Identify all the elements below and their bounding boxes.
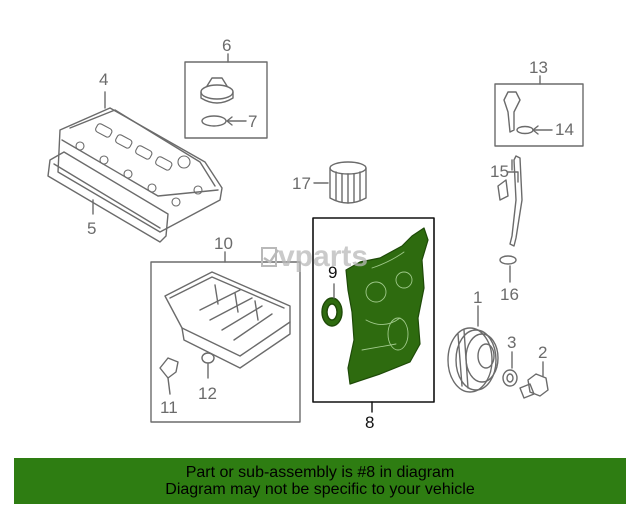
callout-5: 5: [87, 219, 96, 238]
oil-cap-seal[interactable]: [201, 115, 227, 127]
dipstick-box: [494, 83, 584, 147]
dipstick-tube[interactable]: [497, 155, 523, 247]
callout-15: 15: [490, 162, 509, 181]
oil-pan[interactable]: [164, 271, 291, 369]
footer-banner: Part or sub-assembly is #8 in diagram Di…: [14, 458, 626, 504]
timing-cover-box: [312, 217, 435, 403]
crankshaft-pulley[interactable]: [447, 327, 499, 393]
callout-11: 11: [160, 398, 178, 417]
oil-cap-box: [184, 61, 268, 139]
dipstick-o-ring[interactable]: [516, 125, 534, 135]
footer-line-1: Part or sub-assembly is #8 in diagram: [185, 464, 455, 481]
pulley-washer[interactable]: [502, 369, 518, 387]
callout-6: 6: [222, 36, 231, 55]
callout-1: 1: [473, 288, 482, 307]
callout-17: 17: [292, 174, 311, 193]
callout-2: 2: [538, 343, 547, 362]
timing-chain-cover[interactable]: [345, 227, 429, 385]
watermark-text: vparts: [278, 240, 368, 273]
callout-7: 7: [248, 112, 257, 131]
drain-plug-gasket[interactable]: [201, 352, 215, 379]
oil-filter[interactable]: [329, 161, 367, 204]
callout-9: 9: [328, 263, 337, 282]
callout-14: 14: [555, 120, 574, 139]
valve-cover[interactable]: [57, 107, 223, 233]
crankshaft-front-seal[interactable]: [321, 297, 343, 327]
drain-plug[interactable]: [159, 357, 179, 395]
callout-3: 3: [507, 333, 516, 352]
vparts-logo: vparts: [261, 240, 368, 273]
footer-line-2: Diagram may not be specific to your vehi…: [165, 481, 475, 498]
callout-10: 10: [214, 234, 233, 253]
oil-filler-cap[interactable]: [200, 77, 234, 104]
valve-cover-gasket[interactable]: [47, 151, 169, 243]
callout-12: 12: [198, 384, 217, 403]
pulley-bolt[interactable]: [519, 373, 549, 399]
callout-16: 16: [500, 285, 519, 304]
parts-diagram: vparts 4 5 6 7 17 10 11 12 9 8 1 3 2 13 …: [47, 36, 584, 432]
callout-13: 13: [529, 58, 548, 77]
callout-4: 4: [99, 70, 108, 89]
dipstick-handle[interactable]: [503, 91, 521, 133]
callout-8: 8: [365, 413, 374, 432]
dipstick-tube-o-ring[interactable]: [499, 255, 517, 265]
